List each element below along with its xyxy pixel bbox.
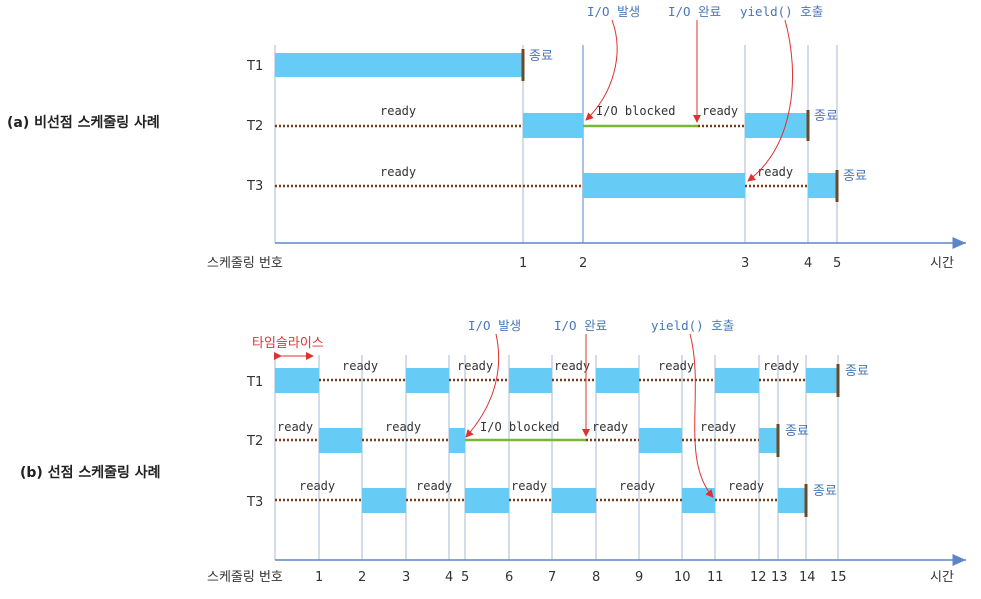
end-label-t2: 종료 [814,109,838,124]
tick-label: 4 [804,256,812,271]
end-label-t1: 종료 [845,364,869,379]
time-label: 시간 [930,570,954,585]
tick-label: 3 [402,570,410,585]
run-bar [596,368,639,393]
run-bar [523,113,583,138]
tick-label: 9 [635,570,643,585]
run-bar [275,368,319,393]
tick-label: 15 [830,570,847,585]
ready-label: ready [511,479,547,493]
ready-label: ready [619,479,655,493]
panel-a: (a) 비선점 스케줄링 사례 T1 종료 T2 ready I/O block… [7,4,966,271]
tick-label: 10 [674,570,691,585]
axis-label: 스케줄링 번호 [207,256,283,271]
time-label: 시간 [930,256,954,271]
tick-label: 4 [445,570,453,585]
tick-label: 8 [592,570,600,585]
run-bar [449,428,465,453]
end-label-t2: 종료 [785,424,809,439]
panel-b: (b) 선점 스케줄링 사례 타임슬라이스 T1 ready ready rea… [20,318,966,585]
run-bar [778,488,806,513]
run-bar [715,368,759,393]
run-bar [319,428,362,453]
tick-label: 12 [750,570,767,585]
timeslice-label: 타임슬라이스 [252,336,324,351]
run-bar [745,113,808,138]
blocked-label: I/O blocked [596,104,675,118]
end-label-t3: 종료 [813,484,837,499]
tick-label: 11 [707,570,724,585]
tick-label: 13 [771,570,788,585]
ready-label: ready [757,165,793,179]
event-arrow [465,333,500,438]
thread-label-t3: T3 [246,495,263,510]
ready-label: ready [700,420,736,434]
event-arrow [585,19,618,121]
tick-label: 7 [548,570,556,585]
run-bar [808,173,837,198]
event-arrow [747,19,793,182]
event-arrow [689,333,714,498]
tick-label: 2 [358,570,366,585]
run-bar [806,368,838,393]
tick-label: 6 [505,570,513,585]
tick-label: 14 [799,570,816,585]
ready-label: ready [342,359,378,373]
run-bar [759,428,778,453]
thread-label-t1: T1 [246,59,263,74]
tick-label: 5 [833,256,841,271]
end-label-t1: 종료 [529,49,553,64]
event-label-io-start: I/O 발생 [587,4,640,19]
run-bar [639,428,682,453]
tick-label: 1 [315,570,323,585]
panel-a-title: (a) 비선점 스케줄링 사례 [7,114,160,131]
event-label-yield: yield() 호출 [651,318,734,333]
event-label-yield: yield() 호출 [740,4,823,19]
run-bar [275,53,523,77]
ready-label: ready [702,104,738,118]
ready-label: ready [763,359,799,373]
event-label-io-complete: I/O 완료 [668,4,721,19]
tick-label: 3 [741,256,749,271]
panel-b-title: (b) 선점 스케줄링 사례 [20,464,160,481]
axis-label: 스케줄링 번호 [207,570,283,585]
run-bar [509,368,552,393]
ready-label: ready [299,479,335,493]
ready-label: ready [380,165,416,179]
run-bar [362,488,406,513]
thread-label-t2: T2 [246,434,263,449]
tick-label: 2 [579,256,587,271]
event-label-io-start: I/O 발생 [468,318,521,333]
ready-label: ready [277,420,313,434]
ready-label: ready [592,420,628,434]
tick-label: 1 [519,256,527,271]
run-bar [465,488,509,513]
run-bar [682,488,715,513]
event-label-io-complete: I/O 완료 [554,318,607,333]
ready-label: ready [385,420,421,434]
thread-label-t2: T2 [246,119,263,134]
tick-label: 5 [461,570,469,585]
ready-label: ready [554,359,590,373]
ready-label: ready [457,359,493,373]
ready-label: ready [728,479,764,493]
ready-label: ready [416,479,452,493]
run-bar [406,368,449,393]
run-bar [552,488,596,513]
end-label-t3: 종료 [843,169,867,184]
blocked-label: I/O blocked [480,420,559,434]
thread-label-t1: T1 [246,375,263,390]
ready-label: ready [380,104,416,118]
thread-label-t3: T3 [246,179,263,194]
run-bar [583,173,745,198]
ready-label: ready [658,359,694,373]
